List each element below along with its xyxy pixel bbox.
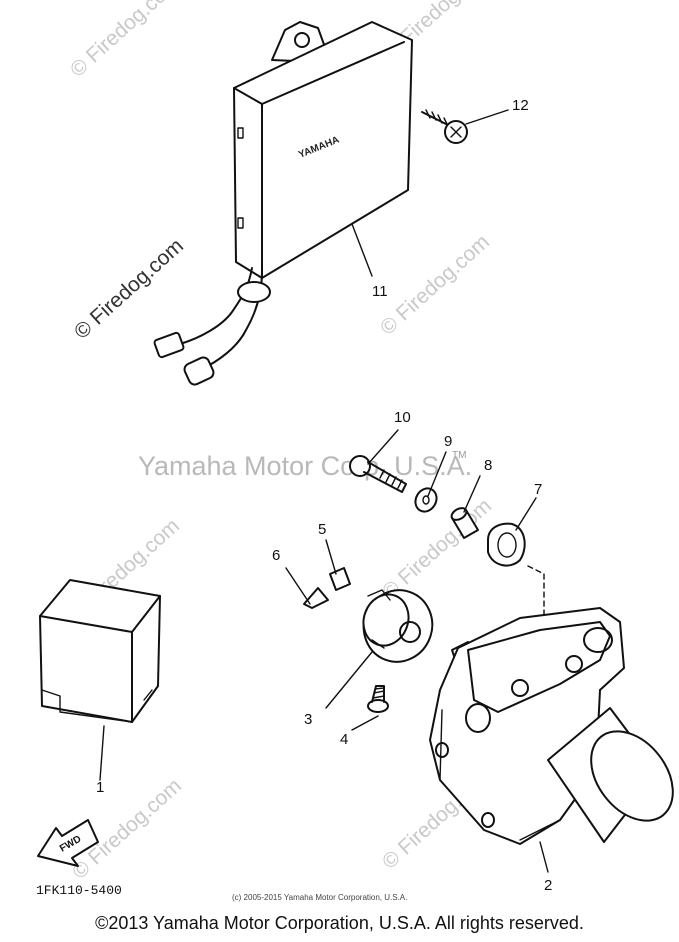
callout-8: 8 (484, 457, 492, 474)
leader-dashed (527, 565, 545, 621)
callout-10: 10 (394, 409, 411, 426)
callout-9: 9 (444, 433, 452, 450)
part-9-washer (414, 487, 438, 513)
part-4-screw (367, 685, 389, 713)
callout-6: 6 (272, 547, 280, 564)
small-copyright: (c) 2005-2015 Yamaha Motor Corporation, … (232, 893, 407, 902)
watermark-firedog: © Firedog.com (70, 234, 188, 343)
leader-lines (99, 109, 549, 873)
part-7-grommet (487, 522, 526, 567)
part-5-pin (329, 567, 351, 591)
callout-labels: 11 12 10 9 8 7 5 6 3 4 2 1 (96, 97, 552, 894)
watermark-firedog: © Firedog.com (378, 494, 496, 603)
watermark-tm: TM (452, 450, 466, 461)
part-3-rotor (362, 589, 434, 663)
callout-5: 5 (318, 521, 326, 538)
callout-2: 2 (544, 877, 552, 894)
watermark-firedog: © Firedog.com (376, 230, 494, 339)
callout-4: 4 (340, 731, 348, 748)
part-6-clip (303, 587, 329, 609)
callout-7: 7 (534, 481, 542, 498)
watermark-firedog: © Firedog.com (66, 0, 184, 82)
callout-3: 3 (304, 711, 312, 728)
footer-copyright: ©2013 Yamaha Motor Corporation, U.S.A. A… (95, 913, 584, 933)
part-code: 1FK110-5400 (36, 883, 122, 898)
part-2-housing (429, 607, 674, 845)
part-10-bolt (349, 455, 407, 493)
part-1-relay (39, 579, 161, 723)
part-8-collar (450, 507, 479, 539)
watermark-center: Yamaha Motor Corp. U.S.A. (138, 451, 472, 481)
part-11-cdi-unit: YAMAHA (153, 21, 413, 386)
callout-11: 11 (372, 283, 388, 300)
callout-1: 1 (96, 779, 104, 796)
fwd-arrow: FWD (37, 819, 99, 867)
part-12-screw (421, 109, 468, 144)
callout-12: 12 (512, 97, 529, 114)
